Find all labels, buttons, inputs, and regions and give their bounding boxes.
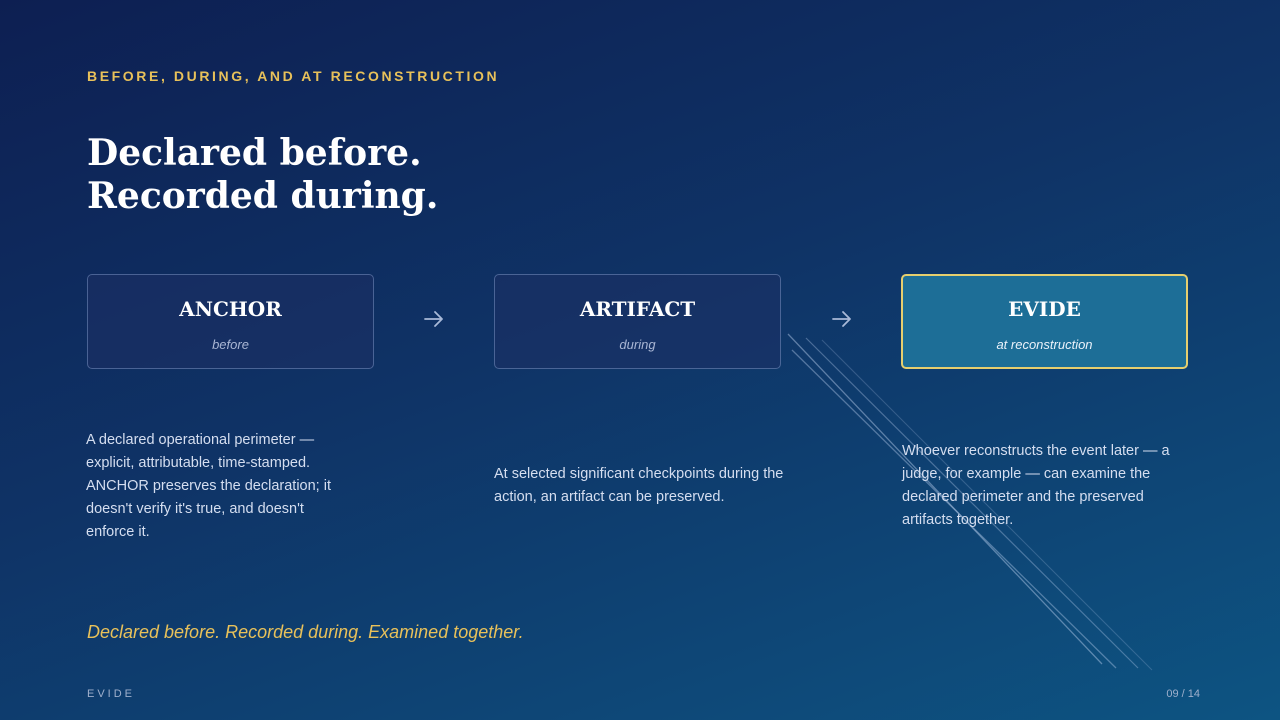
stage-description-artifact: At selected significant checkpoints duri… (494, 466, 784, 505)
stage-subtitle: during (619, 337, 656, 352)
footer-brand: EVIDE (87, 688, 136, 700)
tagline: Declared before. Recorded during. Examin… (87, 622, 524, 642)
stage-box-anchor: ANCHOR before (87, 274, 374, 369)
stage-description-evide: Whoever reconstructs the event later — a… (902, 443, 1170, 528)
decorative-diagonal-lines (787, 333, 1153, 671)
page-number: 09 / 14 (1166, 688, 1200, 700)
stage-name: EVIDE (1008, 297, 1081, 321)
title-line-2: Recorded during. (87, 175, 439, 217)
stage-description-anchor: A declared operational perimeter — expli… (86, 432, 331, 540)
stage-subtitle: at reconstruction (996, 337, 1093, 352)
stage-subtitle: before (212, 337, 249, 352)
eyebrow-label: BEFORE, DURING, AND AT RECONSTRUCTION (87, 68, 500, 84)
arrow-right-icon (832, 311, 851, 327)
stage-name: ARTIFACT (579, 297, 696, 321)
slide-title: Declared before. Recorded during. (87, 132, 438, 218)
title-line-1: Declared before. (87, 132, 422, 174)
stage-box-evide: EVIDE at reconstruction (901, 274, 1188, 369)
stage-box-artifact: ARTIFACT during (494, 274, 781, 369)
arrow-right-icon (424, 311, 443, 327)
stage-name: ANCHOR (179, 297, 282, 321)
